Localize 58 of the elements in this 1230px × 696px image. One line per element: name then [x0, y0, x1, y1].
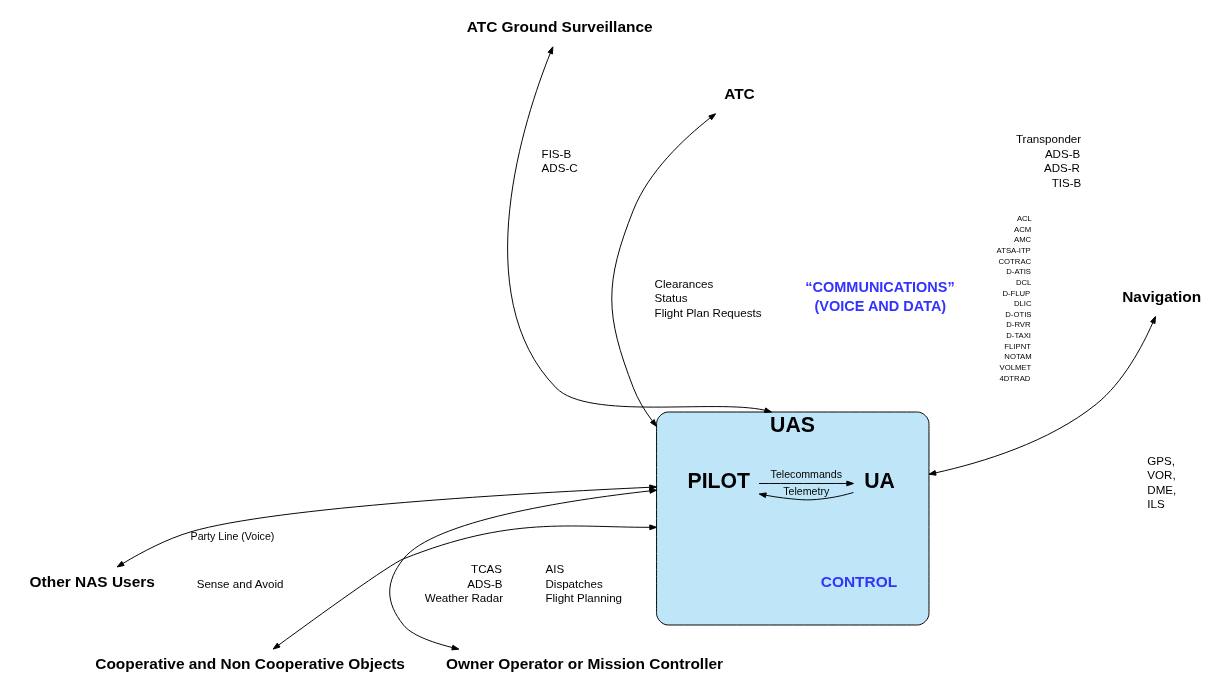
arrow [610, 113, 716, 427]
edge-label: Telecommands [770, 467, 842, 480]
label: ADS-R [1043, 162, 1080, 175]
label: 4DTRAD [999, 373, 1030, 383]
label: D-RVR [1005, 320, 1031, 330]
label: ADS-C [541, 162, 578, 175]
label: GPS, [1146, 454, 1175, 467]
label: FIS-B [541, 147, 571, 160]
label: VOLMET [999, 362, 1031, 372]
label: ILS [1146, 498, 1165, 511]
label: NOTAM [1003, 352, 1032, 362]
node-text: Cooperative and Non Cooperative Objects [94, 655, 405, 673]
label: AMC [1013, 235, 1031, 245]
label: D-TAXI [1005, 331, 1031, 340]
label: DCL [1015, 277, 1031, 287]
label: (VOICE AND DATA) [814, 297, 946, 314]
label: CONTROL [820, 573, 897, 591]
label: Status [654, 292, 687, 305]
arrow [506, 46, 772, 413]
node-text: Navigation [1121, 287, 1201, 305]
arrow [758, 492, 854, 501]
label: Weather Radar [424, 592, 503, 605]
label: Flight Plan Requests [654, 306, 761, 319]
label: Clearances [654, 277, 713, 290]
label: ACL [1016, 214, 1032, 224]
label: AIS [544, 563, 564, 576]
label: ADS-B [1044, 147, 1080, 160]
node-text: ATC [723, 84, 755, 102]
label: ATSA-ITP [996, 245, 1031, 255]
node-text: UA [863, 468, 895, 493]
label: DME, [1146, 483, 1176, 496]
label: D-OTIS [1004, 309, 1031, 319]
arrow [116, 484, 657, 568]
label: Transponder [1015, 133, 1081, 146]
node-text: Other NAS Users [29, 573, 155, 591]
label: Dispatches [544, 577, 603, 590]
label: “COMMUNICATIONS” [804, 279, 955, 296]
label: ACM [1013, 224, 1031, 234]
label: D-FLUP [1001, 288, 1030, 298]
arrow [758, 480, 854, 487]
label: D-ATIS [1005, 267, 1031, 277]
node-text: Owner Operator or Mission Controller [445, 655, 723, 673]
edge-label: Telemetry [782, 484, 829, 497]
label: TIS-B [1051, 176, 1081, 189]
label: FLIPNT [1003, 341, 1031, 351]
label: DLIC [1013, 299, 1032, 309]
node-text: ATC Ground Surveillance [466, 18, 653, 36]
label: VOR, [1146, 469, 1176, 482]
label: TCAS [470, 563, 502, 576]
label: Flight Planning [544, 592, 622, 605]
edge-label: Party Line (Voice) [190, 530, 274, 543]
arrow [272, 524, 657, 650]
label: ADS-B [466, 577, 503, 590]
arrow [388, 488, 657, 651]
label: Sense and Avoid [196, 577, 283, 590]
arrow [928, 315, 1156, 476]
label: COTRAC [998, 256, 1031, 266]
node-text: PILOT [686, 468, 750, 493]
